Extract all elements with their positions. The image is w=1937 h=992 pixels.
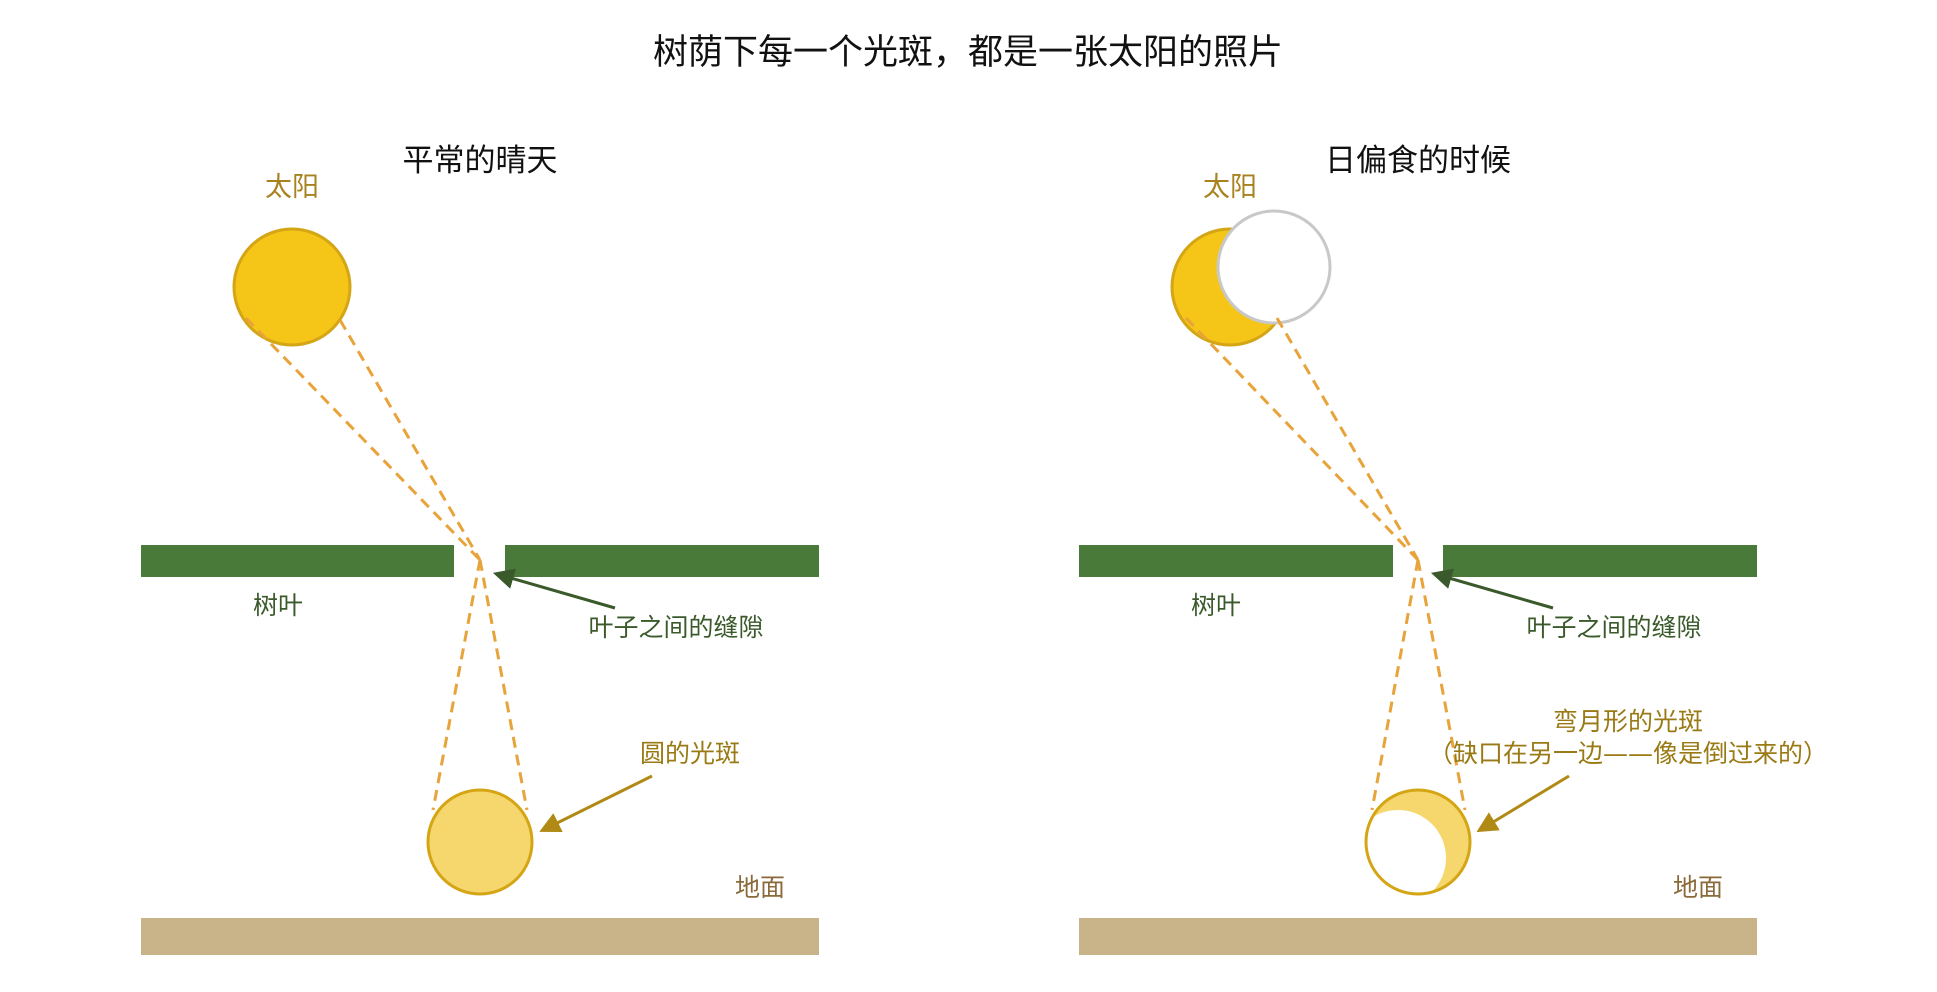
crescent-light-spot (1364, 788, 1472, 896)
sun-label: 太阳 (265, 172, 319, 203)
spot-label: 弯月形的光斑 (1553, 707, 1703, 736)
gap-arrow (1430, 568, 1554, 610)
gap-label: 叶子之间的缝隙 (1526, 613, 1701, 642)
spot-arrow (539, 774, 653, 832)
light-ray (244, 316, 482, 562)
panel-subtitle: 日偏食的时候 (1325, 143, 1511, 179)
light-ray (478, 559, 529, 811)
spot-label-note: （缺口在另一边——像是倒过来的） (1428, 739, 1828, 768)
leaf-label: 树叶 (1191, 591, 1241, 620)
spot-label: 圆的光斑 (640, 739, 740, 768)
ground (1079, 918, 1757, 955)
panel-normal-day: 平常的晴天 太阳 树叶 叶子之间的缝隙 圆的光斑 地面 (141, 143, 819, 955)
gap-arrow (492, 568, 616, 610)
main-title: 树荫下每一个光斑，都是一张太阳的照片 (653, 33, 1283, 73)
leaf-label: 树叶 (253, 591, 303, 620)
ground-label: 地面 (735, 873, 785, 902)
leaf-bar (141, 545, 454, 577)
sun-label: 太阳 (1203, 172, 1257, 203)
light-ray (1275, 317, 1420, 561)
leaf-bar (505, 545, 819, 577)
panel-partial-eclipse: 日偏食的时候 太阳 树叶 叶子之间的缝隙 弯月形的光斑 （缺口在另一边——像是倒… (1079, 143, 1828, 955)
leaf-bar (1079, 545, 1393, 577)
ground-label: 地面 (1673, 873, 1723, 902)
panel-subtitle: 平常的晴天 (403, 143, 558, 179)
round-light-spot (426, 788, 534, 896)
light-ray (1416, 559, 1467, 811)
leaf-bar (1443, 545, 1757, 577)
light-ray (1184, 316, 1420, 562)
light-ray (338, 319, 482, 561)
light-ray (1370, 559, 1420, 811)
light-ray (431, 559, 482, 811)
moon (1216, 209, 1332, 325)
spot-arrow (1476, 774, 1570, 833)
gap-label: 叶子之间的缝隙 (588, 613, 763, 642)
sun (232, 227, 352, 347)
ground (141, 918, 819, 955)
